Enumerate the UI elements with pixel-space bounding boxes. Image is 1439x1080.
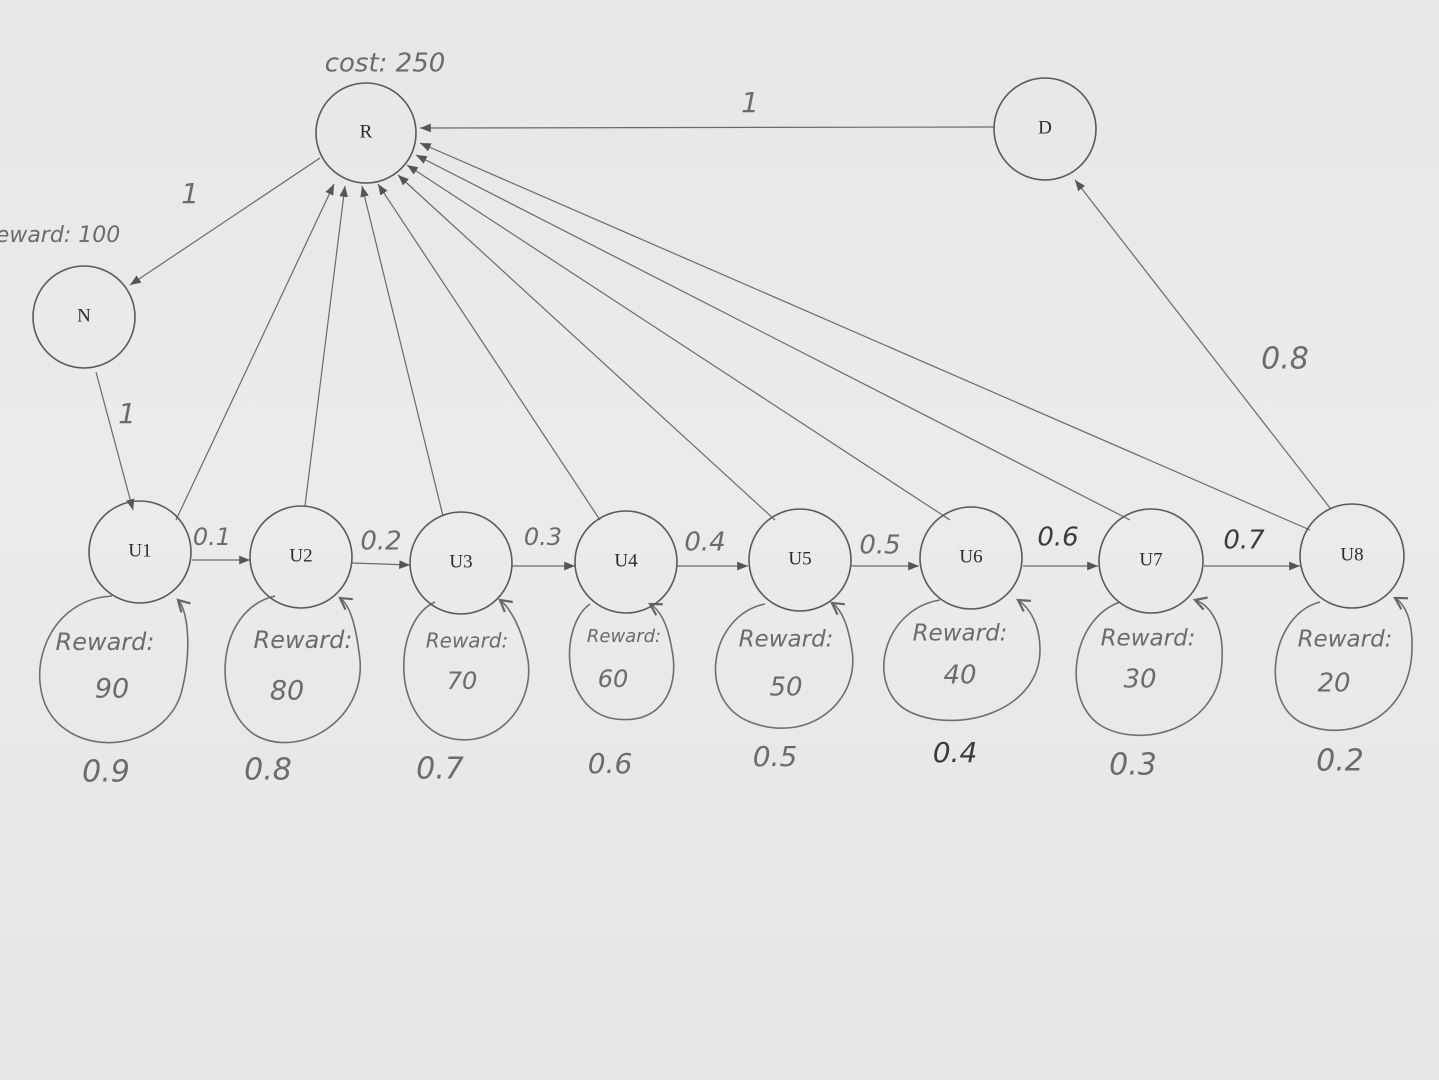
loop-reward-value-u2: 80: [270, 676, 304, 707]
loop-reward-value-u5: 50: [769, 673, 802, 703]
chain-label-u4-u5: 0.4: [684, 528, 725, 558]
chain-label-u6-u7: 0.6: [1037, 523, 1078, 553]
edge-label-u8-to-d: 0.8: [1261, 342, 1309, 377]
self-loop-u4: [568, 602, 675, 721]
node-d: D: [993, 77, 1097, 181]
edge-u8-to-r: [419, 142, 1311, 531]
loop-prob-u1: 0.9: [82, 755, 130, 790]
node-u5: U5: [748, 508, 852, 612]
node-label: U3: [449, 551, 472, 572]
self-loop-u2: [224, 595, 361, 744]
loop-reward-word-u3: Reward:: [426, 629, 508, 653]
self-loop-u3: [402, 598, 530, 741]
self-loop-u8: [1274, 596, 1413, 732]
edge-label-n-to-u1: 1: [118, 397, 136, 430]
self-loop-u1: [38, 595, 191, 744]
edge-u2-to-u3: [351, 560, 411, 569]
edge-d-to-r: [419, 123, 996, 133]
edge-u8-to-d: [1074, 179, 1331, 509]
chain-label-u7-u8: 0.7: [1223, 526, 1265, 556]
self-loop-u6: [883, 598, 1041, 722]
loop-reward-value-u1: 90: [95, 674, 129, 705]
loop-reward-word-u7: Reward:: [1101, 626, 1196, 652]
node-u8: U8: [1299, 503, 1405, 609]
loop-reward-value-u7: 30: [1123, 665, 1156, 695]
node-label: U5: [788, 548, 811, 569]
node-label: D: [1038, 117, 1052, 138]
loop-reward-value-u8: 20: [1317, 669, 1350, 699]
edge-u7-to-r: [415, 154, 1131, 521]
node-u3: U3: [409, 511, 513, 615]
edge-label-r-to-n: 1: [181, 177, 199, 210]
node-u7: U7: [1098, 508, 1204, 614]
loop-reward-word-u2: Reward:: [254, 626, 353, 654]
node-n: N: [32, 265, 136, 369]
loop-prob-u5: 0.5: [753, 740, 798, 773]
edge-r-to-n: [129, 157, 321, 286]
self-loop-u7: [1075, 596, 1223, 737]
node-u1: U1: [88, 500, 192, 604]
chain-label-u3-u4: 0.3: [524, 523, 562, 551]
chain-label-u1-u2: 0.1: [193, 523, 231, 551]
edge-n-to-u1: [95, 371, 135, 511]
node-label: U4: [614, 550, 638, 571]
loop-prob-u7: 0.3: [1109, 748, 1157, 783]
loop-prob-u2: 0.8: [244, 753, 292, 788]
loop-reward-value-u3: 70: [447, 667, 478, 695]
loop-reward-word-u5: Reward:: [739, 627, 834, 653]
loop-reward-word-u1: Reward:: [56, 628, 155, 656]
loop-prob-u4: 0.6: [588, 747, 633, 780]
chain-label-u5-u6: 0.5: [859, 531, 900, 561]
node-label: N: [77, 305, 91, 326]
node-label: U6: [959, 546, 982, 567]
edge-u1-to-r: [175, 183, 335, 521]
node-label: U1: [128, 540, 151, 561]
edge-u6-to-r: [406, 164, 951, 521]
n-reward-annotation: eward: 100: [0, 223, 120, 248]
r-cost-annotation: cost: 250: [325, 49, 446, 79]
loop-prob-u6: 0.4: [933, 736, 978, 769]
node-u6: U6: [919, 506, 1023, 610]
edge-label-d-to-r: 1: [741, 86, 759, 119]
node-u4: U4: [574, 510, 678, 614]
loop-prob-u8: 0.2: [1316, 744, 1364, 779]
edge-u2-to-r: [304, 185, 348, 507]
loop-reward-word-u8: Reward:: [1298, 627, 1393, 653]
node-u2: U2: [249, 505, 353, 609]
node-r: R: [315, 82, 417, 184]
edge-u3-to-r: [360, 185, 444, 517]
node-label: R: [360, 121, 373, 142]
self-loop-u5: [714, 601, 854, 729]
loop-reward-word-u4: Reward:: [587, 626, 661, 647]
loop-reward-value-u6: 40: [943, 661, 976, 691]
chain-label-u2-u3: 0.2: [360, 527, 401, 557]
loop-prob-u3: 0.7: [416, 752, 464, 787]
node-label: U8: [1340, 544, 1363, 565]
node-label: U2: [289, 545, 312, 566]
edge-u4-to-r: [377, 183, 601, 521]
loop-reward-word-u6: Reward:: [913, 621, 1008, 647]
loop-reward-value-u4: 60: [598, 665, 629, 693]
edge-u5-to-r: [397, 174, 776, 521]
node-label: U7: [1139, 549, 1162, 570]
